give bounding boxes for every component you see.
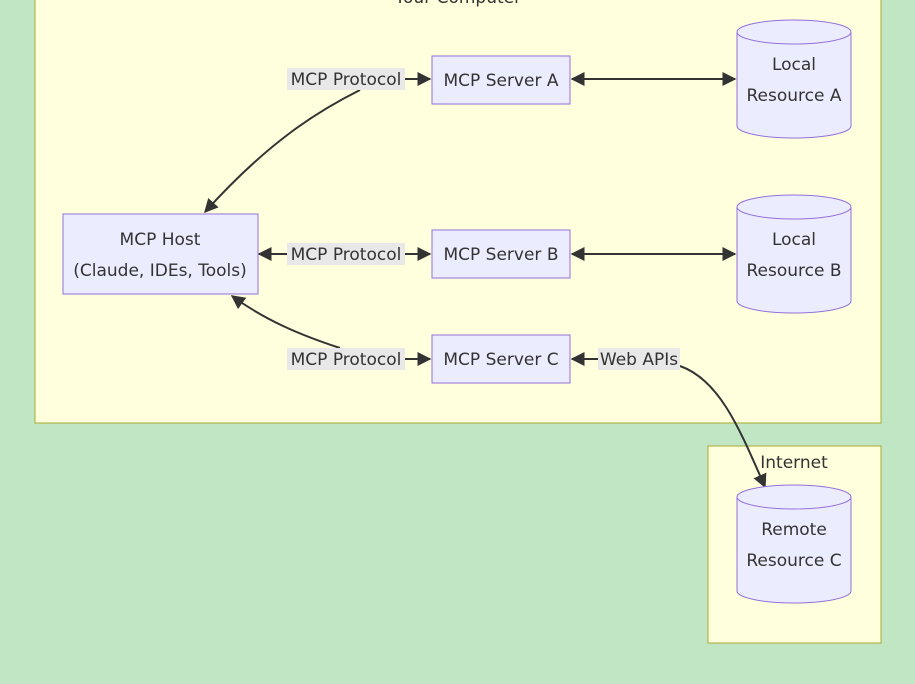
node-mcp-server-c: MCP Server C	[431, 334, 571, 384]
cluster-your-computer-title: Your Computer	[394, 0, 521, 8]
edge-host-server-a	[204, 89, 361, 214]
node-remote-resource-c-line2: Resource C	[746, 551, 841, 571]
node-local-resource-a: Local Resource A	[736, 19, 852, 139]
node-mcp-host-subtitle: (Claude, IDEs, Tools)	[73, 261, 247, 281]
node-local-resource-a-line1: Local	[772, 55, 816, 75]
node-remote-resource-c-line1: Remote	[761, 520, 827, 540]
edge-label-protocol-a-text: MCP Protocol	[291, 70, 402, 90]
edges	[204, 72, 767, 489]
node-mcp-server-b: MCP Server B	[431, 229, 571, 279]
node-local-resource-b: Local Resource B	[736, 194, 852, 314]
node-remote-resource-c: Remote Resource C	[736, 484, 852, 604]
edge-label-protocol-c-text: MCP Protocol	[291, 350, 402, 370]
cluster-internet-title: Internet	[760, 453, 828, 473]
node-mcp-server-b-label: MCP Server B	[443, 245, 558, 265]
node-local-resource-a-line2: Resource A	[747, 86, 842, 106]
edge-webapis-remote-resource	[679, 365, 767, 489]
node-local-resource-b-line1: Local	[772, 230, 816, 250]
node-local-resource-b-line2: Resource B	[746, 261, 841, 281]
edge-label-protocol-b: MCP Protocol	[287, 243, 405, 265]
edge-label-web-apis: Web APIs	[598, 348, 680, 370]
node-mcp-host: MCP Host (Claude, IDEs, Tools)	[62, 213, 259, 295]
edge-label-web-apis-text: Web APIs	[600, 350, 678, 370]
node-mcp-server-c-label: MCP Server C	[443, 350, 558, 370]
edge-label-protocol-c: MCP Protocol	[287, 348, 405, 370]
node-mcp-server-a: MCP Server A	[431, 55, 571, 105]
node-mcp-host-title: MCP Host	[120, 230, 201, 250]
node-mcp-server-a-label: MCP Server A	[444, 71, 559, 91]
edge-label-protocol-a: MCP Protocol	[287, 68, 405, 90]
edge-label-protocol-b-text: MCP Protocol	[291, 245, 402, 265]
edge-host-server-c	[230, 295, 341, 349]
